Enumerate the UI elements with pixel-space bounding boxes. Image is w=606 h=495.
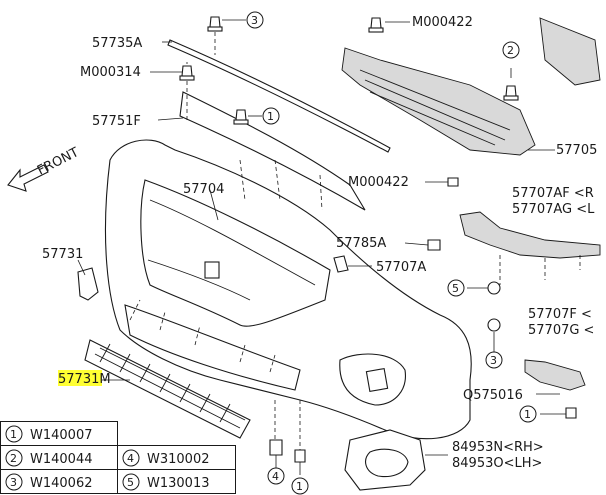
legend-code-5: W130013 [147, 476, 209, 491]
callout-5: 5 [452, 282, 459, 295]
side-bracket-top [539, 17, 601, 86]
highlight-57731m [58, 370, 102, 386]
label-m000314: M000314 [80, 65, 141, 80]
legend-code-4: W310002 [147, 452, 209, 467]
legend-code-1: W140007 [30, 428, 92, 443]
label-57704: 57704 [183, 182, 224, 197]
legend-num-2: 2 [10, 452, 17, 465]
callout-1-bottom: 1 [296, 480, 303, 493]
label-57731m: 57731M [58, 372, 111, 387]
callout-3-right: 3 [490, 354, 497, 367]
callout-4: 4 [272, 470, 279, 483]
side-marker-57731 [77, 267, 99, 301]
label-57735a: 57735A [92, 36, 142, 51]
bolt-icon [179, 16, 577, 463]
label-q575016: Q575016 [463, 388, 523, 403]
label-84953n: 84953N<RH> [452, 440, 544, 455]
callout-1-upper: 1 [267, 110, 274, 123]
legend-num-1: 1 [10, 428, 17, 441]
lower-bumper-opening [124, 304, 301, 391]
legend-num-4: 4 [127, 452, 134, 465]
lower-grille-mesh [84, 339, 251, 439]
front-direction-label: FRONT [35, 145, 81, 179]
label-57705: 57705 [556, 143, 597, 158]
label-57707ag: 57707AG <L [512, 202, 595, 217]
callout-circle [246, 11, 537, 495]
label-57707f: 57707F < [528, 307, 592, 322]
emblem-mount [204, 261, 220, 279]
label-57751f: 57751F [92, 114, 141, 129]
front-arrow-icon [7, 164, 49, 192]
legend-num-3: 3 [10, 476, 17, 489]
label-m000422-top: M000422 [412, 15, 473, 30]
legend-code-2: W140044 [30, 452, 92, 467]
label-57707g: 57707G < [528, 323, 594, 338]
fog-lamp-bracket [524, 359, 586, 391]
bumper-side-bracket [459, 211, 601, 259]
label-m000422-mid: M000422 [348, 175, 409, 190]
callout-1-right: 1 [524, 408, 531, 421]
legend-code-3: W140062 [30, 476, 92, 491]
legend-num-5: 5 [127, 476, 134, 489]
callout-3-top: 3 [251, 14, 258, 27]
label-57785a: 57785A [336, 236, 386, 251]
callout-2: 2 [507, 44, 514, 57]
label-84953o: 84953O<LH> [452, 456, 542, 471]
label-57707a: 57707A [376, 260, 426, 275]
label-57707af: 57707AF <R [512, 186, 594, 201]
upper-grille-strip [167, 39, 391, 153]
fastener-legend-table [0, 421, 236, 494]
label-57731: 57731 [42, 247, 83, 262]
